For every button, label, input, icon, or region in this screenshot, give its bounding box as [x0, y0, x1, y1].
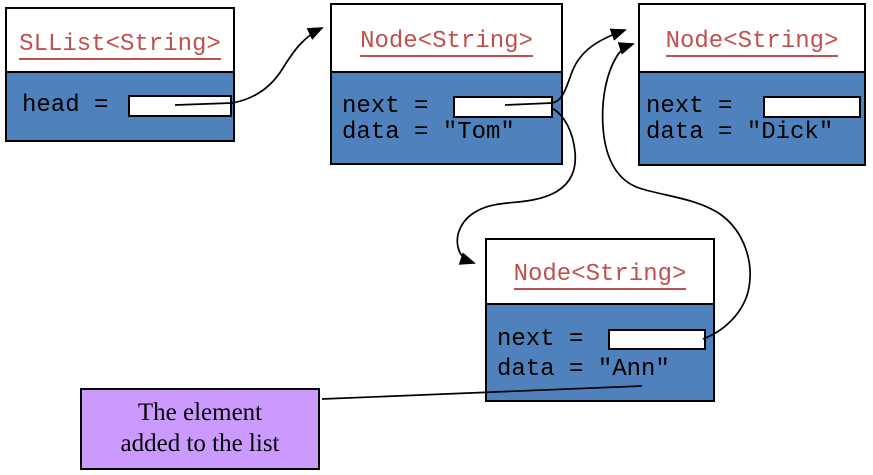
- node-dick-title: Node<String>: [665, 28, 839, 57]
- sllist-title: SLList<String>: [19, 31, 221, 60]
- node-tom-title: Node<String>: [360, 28, 533, 57]
- tom-next-reference-box: [453, 96, 553, 118]
- ann-data-text: data = "Ann": [497, 356, 670, 383]
- tom-next-label: next =: [342, 93, 429, 120]
- node-tom-header: Node<String>: [332, 5, 561, 73]
- tom-data-text: data = "Tom": [342, 119, 515, 146]
- sllist-header: SLList<String>: [7, 9, 233, 73]
- callout-box: The element added to the list: [80, 388, 320, 470]
- dick-data-text: data = "Dick": [646, 119, 834, 146]
- node-dick-header: Node<String>: [640, 5, 864, 73]
- node-ann-title: Node<String>: [513, 261, 687, 290]
- node-ann-header: Node<String>: [487, 240, 713, 305]
- node-ann-box: Node<String> next = data = "Ann": [485, 238, 715, 402]
- callout-line-2: added to the list: [120, 430, 280, 457]
- dick-next-reference-box: [763, 96, 861, 118]
- ann-next-reference-box: [608, 329, 706, 350]
- head-field-label: head =: [22, 92, 109, 119]
- callout-line-1: The element: [137, 399, 263, 426]
- sllist-box: SLList<String> head =: [5, 7, 235, 142]
- node-dick-box: Node<String> next = data = "Dick": [638, 3, 866, 166]
- head-reference-box: [128, 95, 232, 117]
- node-tom-box: Node<String> next = data = "Tom": [330, 3, 563, 165]
- ann-next-label: next =: [497, 326, 584, 353]
- dick-next-label: next =: [646, 93, 733, 120]
